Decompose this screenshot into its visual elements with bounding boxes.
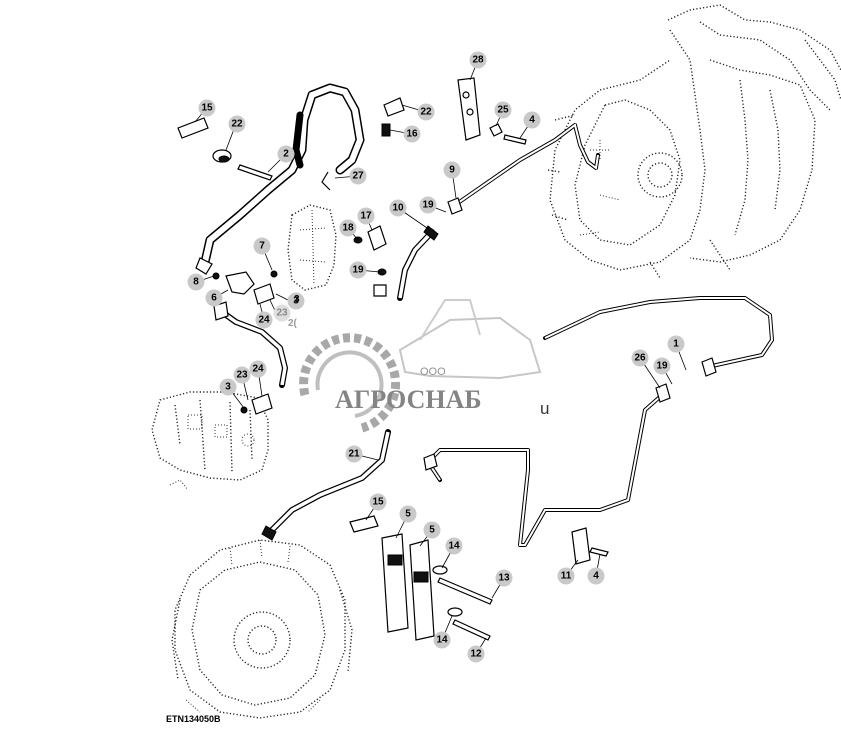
svg-text:8: 8 [193,277,199,288]
svg-text:12: 12 [470,649,482,660]
callout-14-top: 14 [445,537,463,555]
svg-text:9: 9 [449,165,455,176]
callout-14-bottom: 14 [433,631,451,649]
svg-text:4: 4 [529,115,535,126]
callout-18: 18 [339,219,357,237]
callout-19-top: 19 [419,196,437,214]
transmission-housing-top-right [547,4,841,279]
watermark-company-prefix: ООО [420,366,446,378]
hose-27 [195,83,365,275]
svg-text:24: 24 [258,315,270,326]
svg-text:3: 3 [293,296,299,307]
svg-text:14: 14 [436,635,448,646]
callout-5-right: 5 [423,521,441,539]
callout-13: 13 [495,569,513,587]
valve-small-center [287,204,337,291]
callout-22-top: 22 [417,103,435,121]
watermark-suffix: u [540,399,549,418]
callouts: 15 22 2 27 22 16 28 25 4 9 10 19 17 18 1… [187,51,685,663]
svg-text:22: 22 [231,119,243,130]
callout-10: 10 [389,199,407,217]
callout-26: 26 [631,349,649,367]
svg-text:19: 19 [656,361,668,372]
svg-text:26: 26 [634,353,646,364]
svg-text:16: 16 [406,129,418,140]
svg-text:24: 24 [252,364,264,375]
svg-text:13: 13 [498,573,510,584]
svg-text:25: 25 [497,105,509,116]
svg-text:4: 4 [593,571,599,582]
callout-5-left: 5 [399,505,417,523]
partial-label-3: 3 [294,294,300,305]
svg-text:15: 15 [372,497,384,508]
transmission-housing-bottom [171,539,353,719]
callout-25: 25 [494,101,512,119]
callout-7: 7 [253,237,271,255]
svg-text:2: 2 [283,149,289,160]
callout-21: 21 [345,445,363,463]
callout-4-top: 4 [523,111,541,129]
hose-10 [397,225,439,301]
callout-24-mid: 24 [249,360,267,378]
callout-6: 6 [205,289,223,307]
callout-15-bottom: 15 [369,493,387,511]
rigid-line-right [423,296,774,547]
callout-2: 2 [277,145,295,163]
callout-12: 12 [467,645,485,663]
small-parts [177,77,609,641]
svg-text:5: 5 [405,509,411,520]
svg-text:15: 15 [201,103,213,114]
svg-text:19: 19 [352,265,364,276]
hose-21 [261,429,391,541]
callout-8: 8 [187,273,205,291]
callout-17: 17 [357,207,375,225]
callout-19-mid: 19 [349,261,367,279]
svg-text:23: 23 [236,370,248,381]
hose-short-left [213,301,288,388]
callout-16: 16 [403,125,421,143]
svg-text:3: 3 [225,382,231,393]
svg-text:10: 10 [392,203,404,214]
svg-text:17: 17 [360,211,372,222]
callout-19-right: 19 [653,357,671,375]
watermark-logo: ООО АГРОСНАБ u [299,299,549,433]
svg-text:6: 6 [211,293,217,304]
svg-text:5: 5 [429,525,435,536]
valve-block-left [151,391,269,491]
svg-text:11: 11 [561,571,572,582]
callout-23-top: 23 [273,304,291,322]
partial-label-2x: 2( [288,318,298,329]
callout-28: 28 [469,51,487,69]
callout-11: 11 [557,567,575,585]
svg-text:21: 21 [348,449,360,460]
callout-22: 22 [228,115,246,133]
svg-text:28: 28 [472,55,484,66]
callout-9: 9 [443,161,461,179]
svg-text:14: 14 [448,541,460,552]
partial-labels: 3 2( [288,294,300,329]
svg-text:7: 7 [259,241,265,252]
callout-1: 1 [667,335,685,353]
svg-text:27: 27 [352,171,364,182]
leader-lines [194,59,687,655]
svg-text:1: 1 [673,339,679,350]
figure-id-label: ETN134050B [166,714,221,724]
callout-15: 15 [198,99,216,117]
svg-text:19: 19 [422,200,434,211]
callout-24-top: 24 [255,311,273,329]
svg-text:23: 23 [276,308,288,319]
watermark-company-name: АГРОСНАБ [335,385,482,414]
callout-27: 27 [349,167,367,185]
callout-3-mid: 3 [219,378,237,396]
svg-text:22: 22 [420,107,432,118]
callout-4-bottom: 4 [587,567,605,585]
svg-text:18: 18 [342,223,354,234]
callout-3-top: 3 [287,292,305,310]
callout-23-mid: 23 [233,366,251,384]
rigid-line-9 [447,123,600,215]
